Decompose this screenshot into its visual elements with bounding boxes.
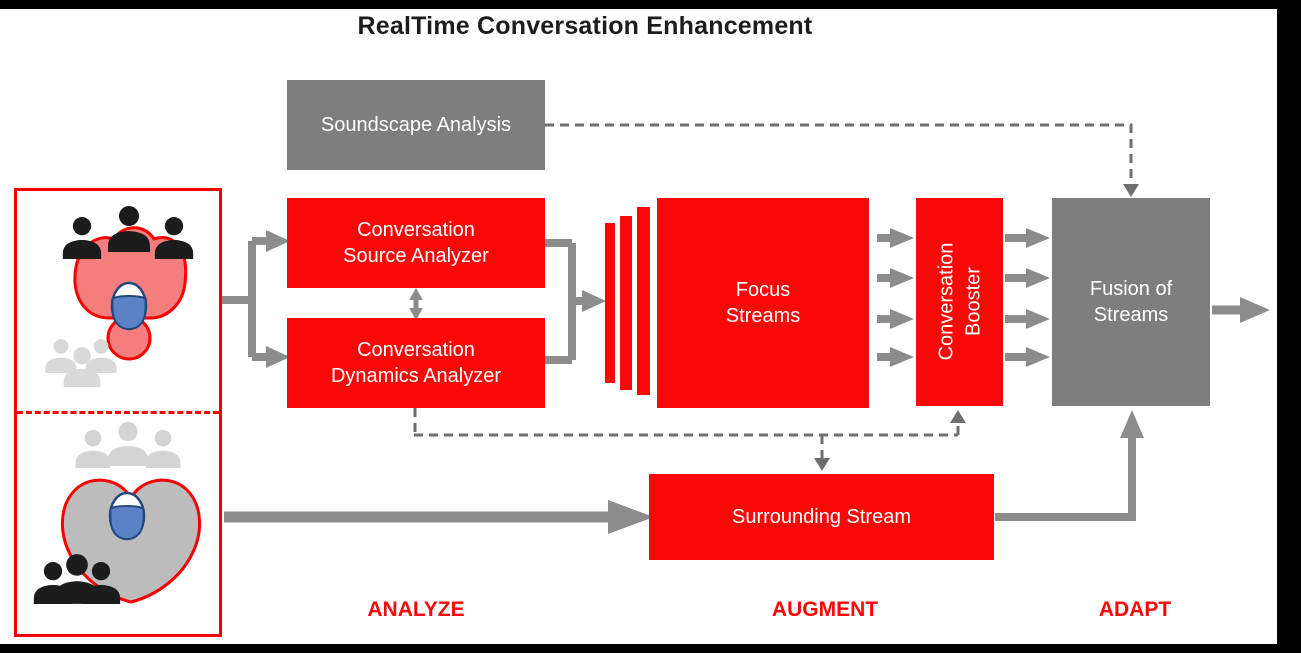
conversation-booster-rotated-text: Conversation Booster — [917, 198, 1004, 406]
speaker-group-icon — [62, 206, 194, 259]
conversation-source-analyzer-box: Conversation Source Analyzer — [287, 198, 545, 288]
page-title: RealTime Conversation Enhancement — [357, 12, 813, 40]
soundscape-analysis-box: Soundscape Analysis — [287, 80, 545, 170]
focus-streams-box: Focus Streams — [657, 198, 869, 408]
conversation-dynamics-analyzer-label: Conversation Dynamics Analyzer — [330, 338, 502, 387]
solid-arrowheads — [266, 228, 1270, 534]
dashed-arrowheads — [814, 184, 1139, 471]
stage-label-augment: AUGMENT — [771, 598, 879, 621]
stage-label-adapt: ADAPT — [1098, 598, 1172, 621]
scenario-panel — [14, 188, 222, 637]
focus-streams-stack-layer — [605, 223, 615, 383]
surrounding-stream-label: Surrounding Stream — [732, 505, 911, 528]
frame-top-bar — [0, 0, 1301, 9]
panel-divider-dashed — [17, 411, 219, 414]
faded-crowd-icon — [75, 422, 181, 468]
focus-streams-label: Focus Streams — [725, 278, 801, 327]
frame-bottom-bar — [0, 644, 1301, 653]
surrounding-crowd-illustration — [33, 422, 202, 604]
listener-person-icon — [108, 491, 146, 541]
dashed-connectors — [413, 123, 1133, 459]
soundscape-analysis-label: Soundscape Analysis — [320, 113, 512, 136]
listener-person-icon — [110, 281, 148, 331]
stage-label-analyze: ANALYZE — [367, 598, 465, 621]
focus-streams-stack-layer — [637, 207, 650, 395]
conversation-dynamics-analyzer-box: Conversation Dynamics Analyzer — [287, 318, 545, 408]
faded-crowd-icon — [45, 339, 117, 387]
conversation-source-analyzer-label: Conversation Source Analyzer — [343, 218, 489, 267]
conversation-booster-label: Conversation Booster — [935, 242, 984, 361]
fusion-of-streams-box: Fusion of Streams — [1052, 198, 1210, 406]
frame-right-bar — [1277, 0, 1301, 653]
focus-streams-stack-layer — [620, 216, 632, 390]
fusion-of-streams-label: Fusion of Streams — [1089, 277, 1173, 326]
conversation-booster-box: Conversation Booster — [916, 198, 1003, 406]
solid-connectors — [222, 234, 1242, 523]
surrounding-stream-box: Surrounding Stream — [649, 474, 994, 560]
focused-conversation-illustration — [45, 206, 194, 387]
